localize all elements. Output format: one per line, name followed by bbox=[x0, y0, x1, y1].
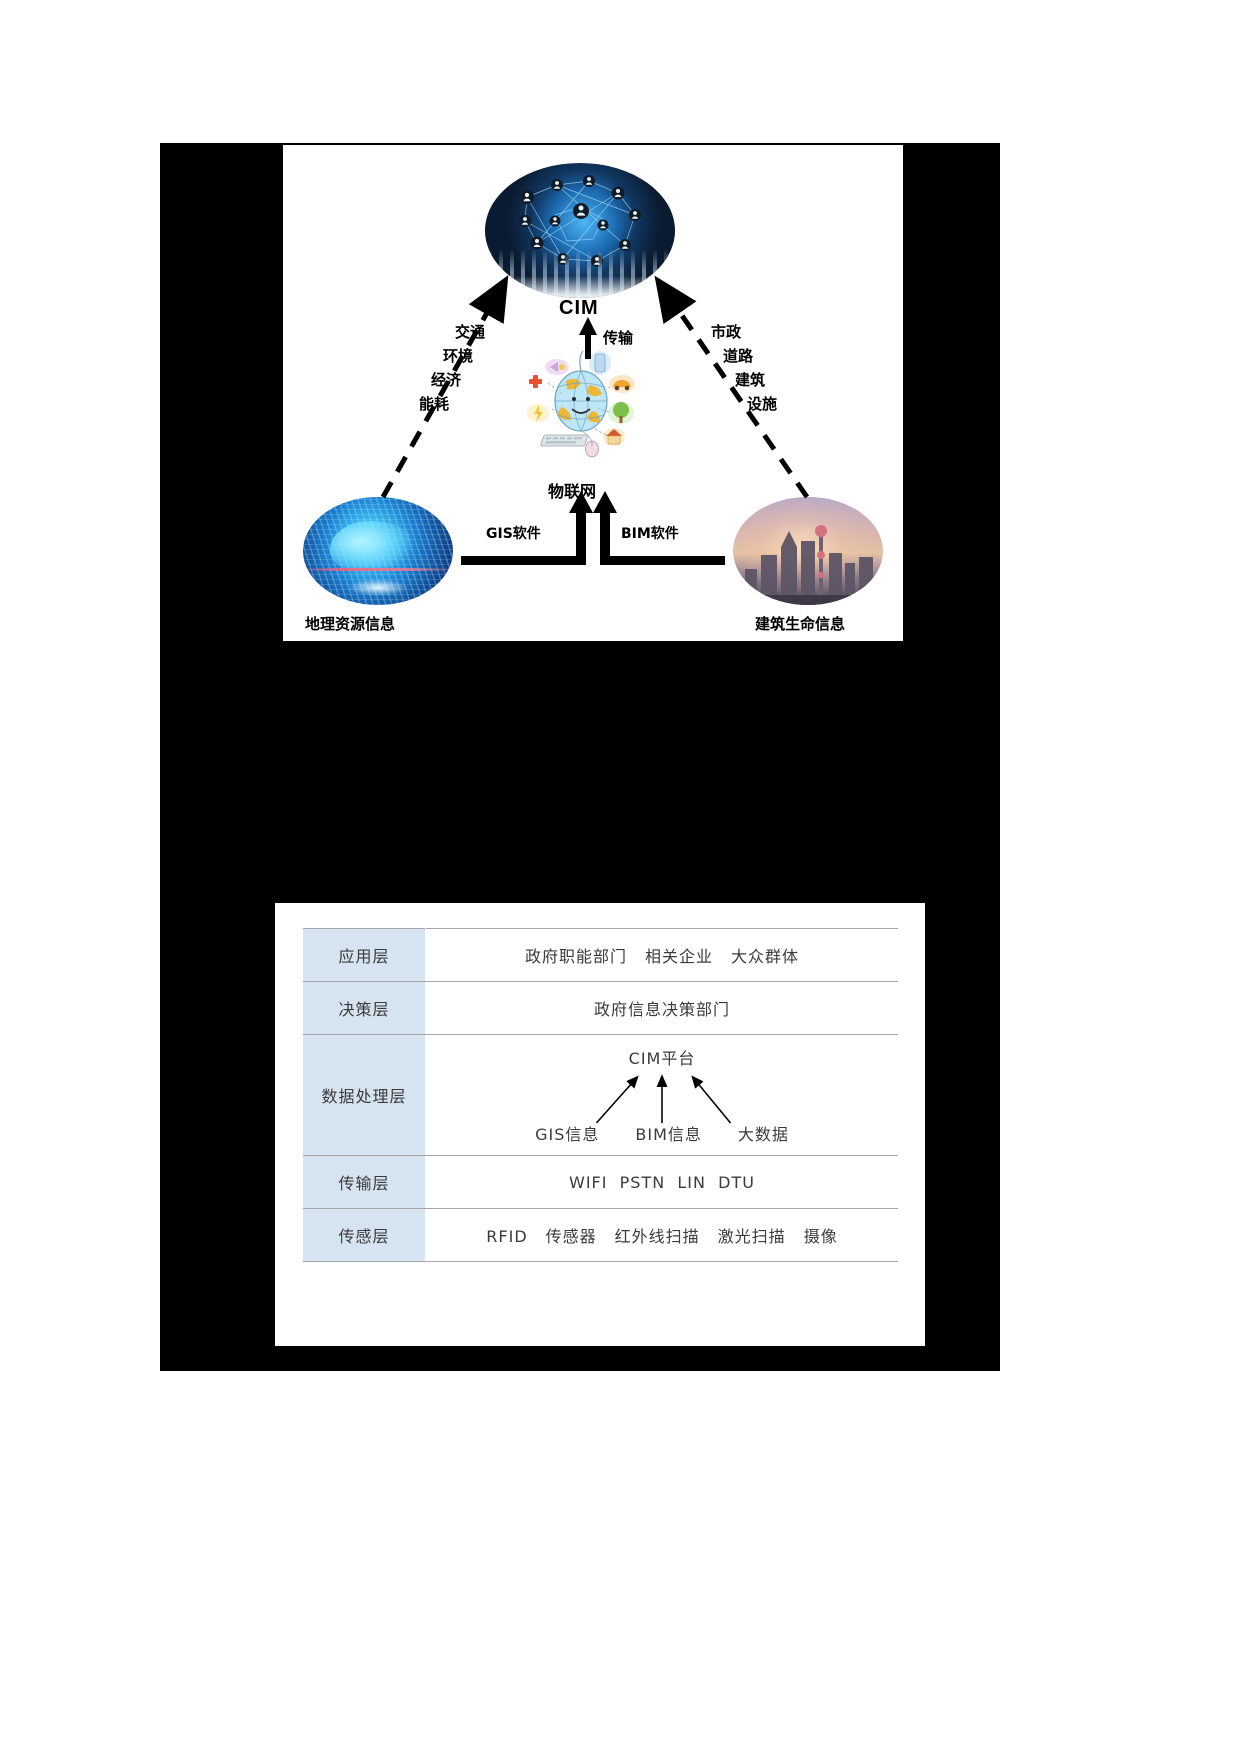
table-row: 数据处理层 CIM平台 bbox=[303, 1034, 898, 1156]
app-item-2: 大众群体 bbox=[731, 947, 800, 966]
left-domain-stack: 交通 环境 经济 能耗 bbox=[395, 320, 485, 416]
dp-source-0: GIS信息 bbox=[535, 1125, 600, 1144]
trans-item-1: PSTN bbox=[619, 1172, 666, 1192]
left-domain-item-1: 环境 bbox=[442, 347, 473, 365]
sense-item-2: 红外线扫描 bbox=[614, 1227, 700, 1246]
data-processing-sources: GIS信息 BIM信息 大数据 bbox=[432, 1121, 892, 1145]
right-source-caption: 建筑生命信息 bbox=[755, 615, 846, 633]
cim-platform-node: CIM平台 bbox=[628, 1049, 696, 1068]
sense-item-3: 激光扫描 bbox=[717, 1227, 786, 1246]
trans-item-0: WIFI bbox=[569, 1172, 608, 1192]
bim-software-label: BIM软件 bbox=[621, 526, 679, 542]
table-row: 传输层 WIFI PSTN LIN DTU bbox=[303, 1155, 898, 1209]
right-domain-item-2: 建筑 bbox=[735, 371, 766, 389]
gis-software-label: GIS软件 bbox=[486, 526, 541, 542]
left-domain-item-3: 能耗 bbox=[418, 395, 449, 413]
city-skyline-icon bbox=[733, 497, 883, 605]
layer-name-data-processing: 数据处理层 bbox=[303, 1034, 426, 1156]
layer-name-transmission: 传输层 bbox=[303, 1155, 426, 1209]
trans-item-3: DTU bbox=[718, 1172, 755, 1192]
layer-name-sensing: 传感层 bbox=[303, 1208, 426, 1262]
sense-item-0: RFID bbox=[486, 1227, 528, 1246]
layer-items-transmission: WIFI PSTN LIN DTU bbox=[425, 1155, 898, 1209]
layer-items-decision: 政府信息决策部门 bbox=[425, 981, 898, 1035]
iot-label: 物联网 bbox=[548, 482, 597, 501]
digital-earth-globe-icon bbox=[303, 497, 453, 605]
transmission-label: 传输 bbox=[603, 329, 634, 347]
right-domain-item-3: 设施 bbox=[747, 395, 778, 413]
right-domain-item-0: 市政 bbox=[711, 323, 742, 341]
left-source-caption: 地理资源信息 bbox=[305, 615, 396, 633]
right-domain-stack: 市政 道路 建筑 设施 bbox=[711, 320, 821, 416]
sense-item-4: 摄像 bbox=[803, 1227, 838, 1246]
trans-item-2: LIN bbox=[677, 1172, 706, 1192]
layer-architecture-table: 应用层 政府职能部门相关企业大众群体 决策层 政府信息决策部门 数据处理层 bbox=[303, 928, 898, 1262]
layer-items-sensing: RFID 传感器红外线扫描激光扫描摄像 bbox=[425, 1208, 898, 1262]
layer-name-application: 应用层 bbox=[303, 928, 426, 982]
layer-items-application: 政府职能部门相关企业大众群体 bbox=[425, 928, 898, 982]
network-globe-city-icon bbox=[485, 163, 675, 298]
app-item-1: 相关企业 bbox=[644, 947, 713, 966]
iot-globe-icon bbox=[526, 341, 636, 461]
table-row: 决策层 政府信息决策部门 bbox=[303, 981, 898, 1035]
layer-name-decision: 决策层 bbox=[303, 981, 426, 1035]
cim-label: CIM bbox=[559, 297, 599, 319]
dp-source-2: 大数据 bbox=[737, 1125, 789, 1144]
figure-layer-architecture: 应用层 政府职能部门相关企业大众群体 决策层 政府信息决策部门 数据处理层 bbox=[275, 903, 925, 1346]
table-row: 传感层 RFID 传感器红外线扫描激光扫描摄像 bbox=[303, 1208, 898, 1262]
right-domain-item-1: 道路 bbox=[723, 347, 754, 365]
layer-items-data-processing: CIM平台 bbox=[425, 1034, 898, 1156]
left-domain-item-0: 交通 bbox=[454, 323, 485, 341]
app-item-0: 政府职能部门 bbox=[524, 947, 627, 966]
sense-item-1: 传感器 bbox=[545, 1227, 597, 1246]
figure-cim-concept: CIM 传输 交通 环境 经济 能耗 市政 道路 建筑 设施 物联网 GIS软件… bbox=[283, 145, 903, 641]
left-domain-item-2: 经济 bbox=[430, 371, 461, 389]
cloud-haze bbox=[485, 276, 675, 298]
decision-item-0: 政府信息决策部门 bbox=[593, 1000, 730, 1019]
table-row: 应用层 政府职能部门相关企业大众群体 bbox=[303, 928, 898, 982]
data-processing-diagram: CIM平台 bbox=[432, 1035, 892, 1155]
dp-source-1: BIM信息 bbox=[635, 1125, 702, 1144]
